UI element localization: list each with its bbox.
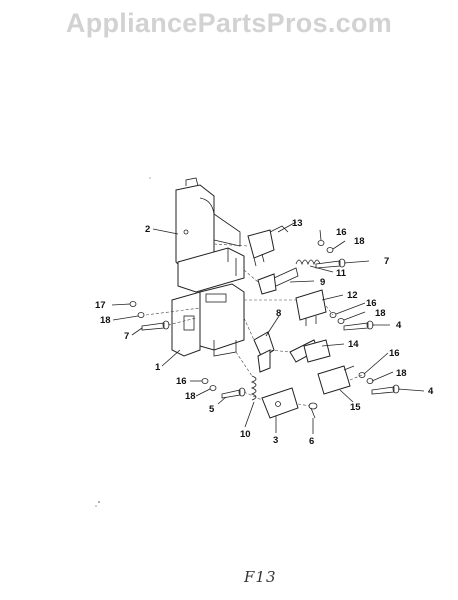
callout-1: 1 <box>155 362 161 373</box>
speck <box>95 505 97 507</box>
callout-16: 16 <box>389 348 400 359</box>
callout-labels: 2 13 16 18 7 11 9 12 16 18 4 8 14 16 18 … <box>95 218 434 447</box>
callout-7: 7 <box>124 331 129 342</box>
callout-6: 6 <box>309 436 314 447</box>
callout-16: 16 <box>176 376 187 387</box>
callout-18: 18 <box>354 236 365 247</box>
callout-11: 11 <box>336 268 347 279</box>
callout-3: 3 <box>273 435 278 446</box>
watermark: AppliancePartsPros.com <box>65 8 393 38</box>
callout-14: 14 <box>348 339 359 350</box>
callout-4: 4 <box>428 386 434 397</box>
callout-18: 18 <box>375 308 386 319</box>
callout-18: 18 <box>185 391 196 402</box>
part-3-plate <box>261 387 299 419</box>
part-11-spring <box>295 259 321 266</box>
part-8-latch <box>253 331 275 373</box>
callout-18: 18 <box>100 315 111 326</box>
callout-18: 18 <box>396 368 407 379</box>
screws-and-washers <box>129 240 400 419</box>
part-10-spring <box>250 375 257 401</box>
part-14-lever <box>289 339 331 363</box>
part-1-housing <box>171 247 245 357</box>
speck <box>98 501 100 503</box>
callout-8: 8 <box>276 308 281 319</box>
callout-10: 10 <box>240 429 251 440</box>
part-9-plunger <box>257 267 299 295</box>
callout-16: 16 <box>366 298 377 309</box>
part-15-switch <box>317 365 355 395</box>
callout-9: 9 <box>320 277 325 288</box>
speck <box>149 177 151 179</box>
assembly-lines <box>145 243 363 407</box>
callout-2: 2 <box>145 224 150 235</box>
callout-16: 16 <box>336 227 347 238</box>
callout-13: 13 <box>292 218 303 229</box>
figure-label: F13 <box>244 568 277 586</box>
part-13-switch <box>247 225 289 267</box>
leader-lines <box>111 221 425 434</box>
callout-17: 17 <box>95 300 106 311</box>
callout-7: 7 <box>384 256 389 267</box>
callout-12: 12 <box>347 290 358 301</box>
callout-15: 15 <box>350 402 361 413</box>
part-12-switch <box>295 289 327 326</box>
callout-5: 5 <box>209 404 215 415</box>
callout-4: 4 <box>396 320 402 331</box>
